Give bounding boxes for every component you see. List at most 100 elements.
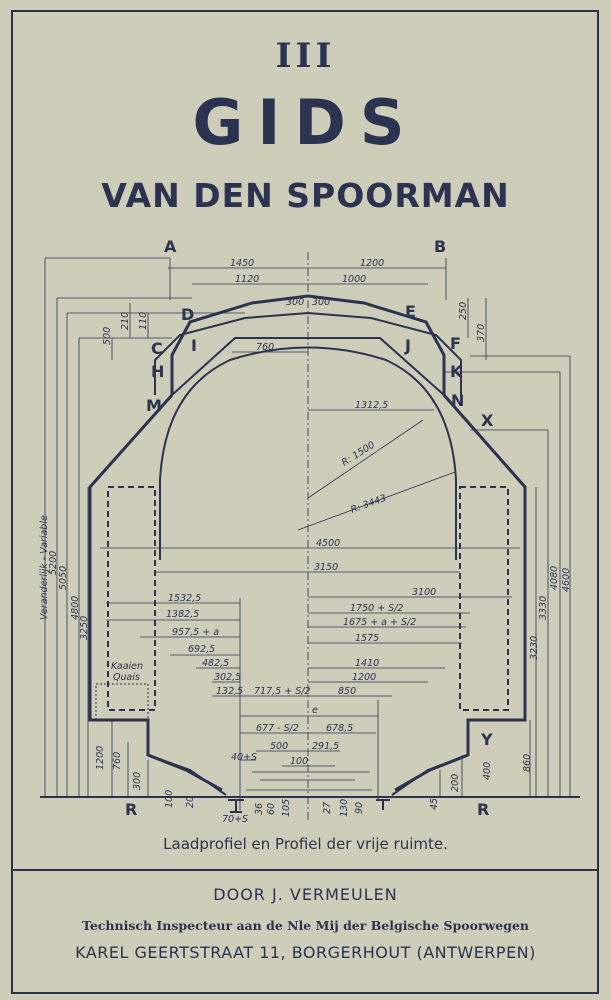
diagram-caption: Laadprofiel en Profiel der vrije ruimte.	[163, 835, 448, 853]
dim-1750: 1750 + S/2	[350, 603, 403, 614]
dim-860: 860	[522, 754, 533, 772]
dim-1675: 1675 + a + S/2	[343, 617, 416, 628]
dim-1382: 1382,5	[166, 609, 199, 620]
cover-divider	[11, 869, 599, 871]
lower-right-profile	[391, 754, 469, 796]
dim-20-v: 20	[185, 796, 196, 808]
left-rail	[228, 799, 244, 813]
dim-1575: 1575	[355, 633, 379, 644]
dim-4500: 4500	[316, 538, 340, 549]
dim-302: 302,5	[214, 672, 241, 683]
dimension-labels: 1450 1200 1120 1000 300 300 250 370 210 …	[39, 258, 572, 825]
point-label-e: E	[405, 302, 416, 321]
point-label-c: C	[151, 339, 163, 358]
dim-5050: 5050	[58, 566, 69, 590]
dim-3250: 3250	[79, 616, 90, 640]
dim-60: 60	[266, 803, 277, 815]
dim-4080: 4080	[549, 566, 560, 590]
dim-1450: 1450	[230, 258, 254, 269]
top-dimension-lines	[100, 258, 520, 810]
dim-4800: 4800	[70, 596, 81, 620]
tunnel-arch	[159, 346, 457, 560]
dim-3330: 3330	[538, 596, 549, 620]
dim-500-low: 500	[270, 741, 288, 752]
point-label-y: Y	[480, 730, 493, 749]
dim-482: 482,5	[202, 658, 229, 669]
dim-45: 45	[429, 798, 440, 810]
dim-291: 291,5	[312, 741, 339, 752]
dim-300b: 300	[312, 297, 330, 308]
dim-27: 27	[322, 802, 333, 814]
point-label-r-left: R	[125, 800, 137, 819]
flange-way	[246, 771, 372, 791]
dim-100-v: 100	[164, 790, 175, 808]
left-vertical-dimensions	[44, 257, 245, 797]
right-rail	[376, 799, 390, 810]
dim-1200-mid: 1200	[352, 672, 376, 683]
point-label-i: I	[191, 336, 197, 355]
cover-border	[11, 10, 599, 994]
dim-105: 105	[281, 799, 292, 817]
dim-200: 200	[450, 774, 461, 792]
dim-760: 760	[256, 342, 274, 353]
dim-300-v: 300	[132, 772, 143, 790]
dim-1120: 1120	[235, 274, 259, 285]
loading-gauge-shoulders	[171, 337, 445, 396]
dim-variable: Veranderlijk - Variable	[39, 515, 50, 620]
dim-210: 210	[120, 312, 131, 330]
publisher-address: KAREL GEERTSTRAAT 11, BORGERHOUT (ANTWER…	[75, 943, 536, 962]
right-vertical-dimensions	[439, 298, 571, 797]
dim-677: 677 - S/2	[256, 723, 299, 734]
dim-36: 36	[254, 803, 265, 815]
dim-70s: 70+S	[222, 814, 248, 825]
point-label-b: B	[434, 237, 446, 256]
dim-1200-top: 1200	[360, 258, 384, 269]
point-label-d: D	[181, 305, 194, 324]
point-label-a: A	[164, 237, 177, 256]
dim-130: 130	[339, 799, 350, 817]
dim-3230: 3230	[529, 636, 540, 660]
dim-957: 957,5 + a	[172, 627, 219, 638]
dim-717: 717,5 + S/2	[254, 686, 310, 697]
book-title: GIDS	[192, 86, 419, 159]
point-label-k: K	[450, 362, 463, 381]
quay-block	[95, 683, 149, 721]
point-label-r-right: R	[477, 800, 489, 819]
point-label-x: X	[481, 411, 494, 430]
dim-132: 132,5	[216, 686, 243, 697]
dim-760-v: 760	[112, 752, 123, 770]
dim-1532: 1532,5	[168, 593, 201, 604]
dim-692: 692,5	[188, 644, 215, 655]
dim-110: 110	[138, 312, 149, 330]
loading-gauge-outline	[154, 311, 462, 395]
point-label-n: N	[451, 391, 464, 410]
dim-400: 400	[482, 762, 493, 780]
inner-dashed-right	[459, 486, 509, 711]
radius-3443: R: 3443	[349, 493, 388, 516]
dim-3100: 3100	[412, 587, 436, 598]
inner-dashed-left	[107, 486, 156, 711]
dim-3150: 3150	[314, 562, 338, 573]
dim-1000: 1000	[342, 274, 366, 285]
dim-e: e	[312, 705, 318, 716]
dim-370: 370	[476, 324, 487, 342]
dim-100: 100	[290, 756, 308, 767]
dim-500: 500	[102, 327, 113, 345]
dim-678: 678,5	[326, 723, 353, 734]
author-name: DOOR J. VERMEULEN	[213, 885, 398, 904]
dim-300: 300	[286, 297, 304, 308]
point-label-j: J	[404, 336, 411, 355]
dim-40s: 40+S	[231, 752, 257, 763]
dim-850: 850	[338, 686, 356, 697]
dim-1410: 1410	[355, 658, 379, 669]
quay-label-nl: Kaaien	[111, 661, 143, 672]
lower-left-profile	[147, 754, 227, 796]
dim-4600: 4600	[561, 568, 572, 592]
dim-1200-v: 1200	[95, 746, 106, 770]
quay-label-fr: Quais	[113, 672, 140, 683]
author-role: Technisch Inspecteur aan de Nle Mij der …	[81, 918, 530, 933]
dim-5200: 5200	[48, 551, 59, 575]
point-label-f: F	[450, 334, 461, 353]
